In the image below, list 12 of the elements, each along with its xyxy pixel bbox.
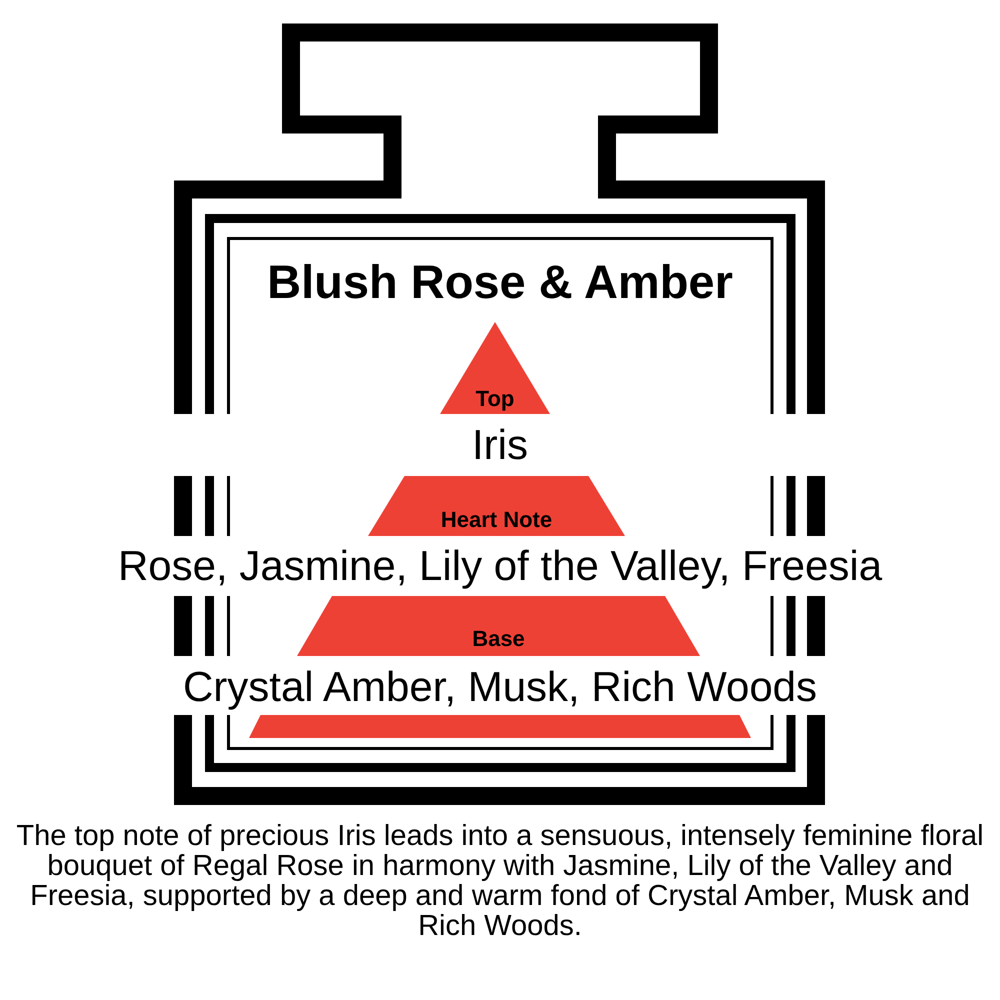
tier-label: Base: [472, 628, 525, 650]
pyramid-base-tier: [249, 715, 751, 738]
note-list: Crystal Amber, Musk, Rich Woods: [182, 666, 818, 708]
pyramid-apex: [440, 322, 550, 414]
pyramid-tier: [297, 596, 700, 656]
caption: The top note of precious Iris leads into a sensuous, intensely feminine floral bouquet of Regal Rose in harmony with Jasmine, Lily of the Valley and Freesia, supported by a deep and warm fond of Crystal Amber, Musk and Rich Woods.: [15, 821, 985, 941]
tier-label: Heart Note: [440, 509, 552, 531]
note-list: Rose, Jasmine, Lily of the Valley, Freesia: [118, 545, 882, 587]
note-list: Iris: [472, 424, 528, 466]
pyramid-tier: [368, 476, 625, 536]
tier-label: Top: [476, 388, 514, 410]
title: Blush Rose & Amber: [267, 258, 733, 305]
